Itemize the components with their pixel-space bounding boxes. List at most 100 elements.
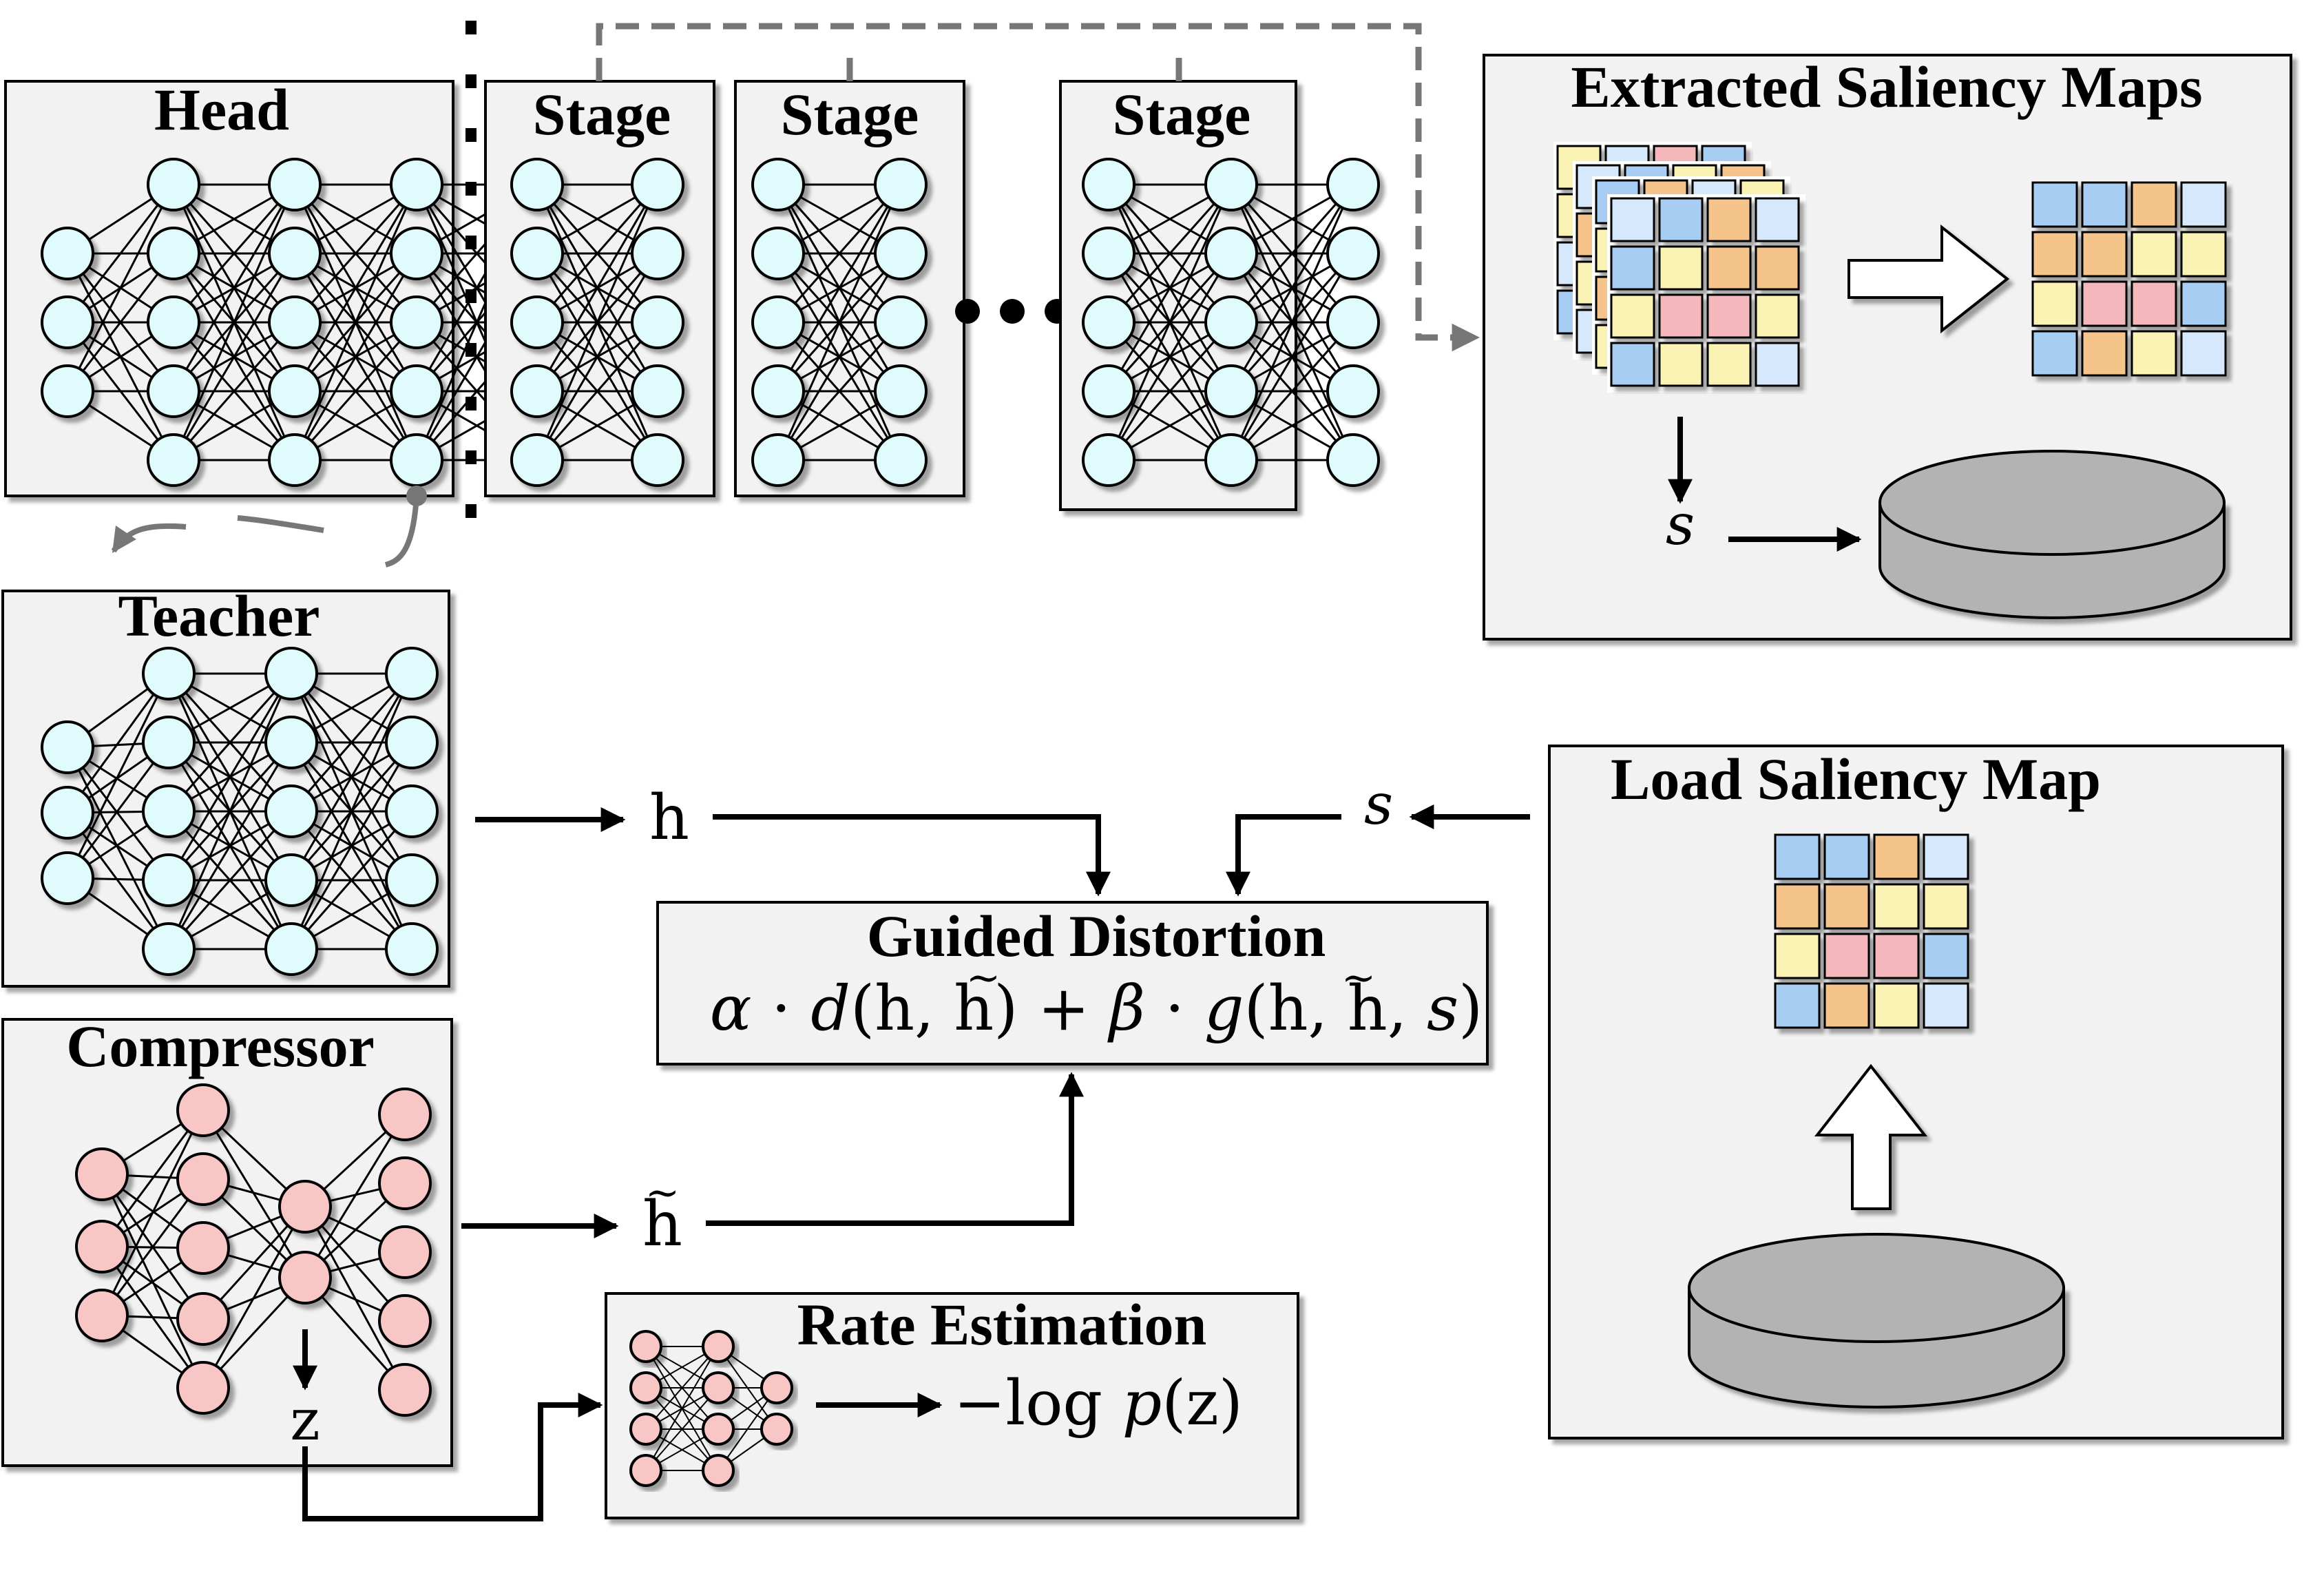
neuron-node bbox=[75, 1289, 129, 1342]
head-to-teacher-arrow bbox=[111, 486, 427, 568]
saliency-cell bbox=[1755, 293, 1800, 339]
neuron-node bbox=[751, 433, 805, 487]
h-to-distortion-arrow bbox=[713, 814, 1111, 897]
tilde-accent-1: ~ bbox=[966, 954, 1001, 1002]
stage-label-3: Stage bbox=[1113, 81, 1251, 147]
neuron-node bbox=[142, 922, 196, 976]
saliency-extraction-arrow bbox=[596, 23, 1480, 352]
neuron-node bbox=[41, 227, 94, 280]
neuron-node bbox=[142, 784, 196, 838]
stage-network-3 bbox=[1082, 158, 1380, 487]
neuron-node bbox=[1204, 295, 1258, 349]
neuron-node bbox=[268, 295, 322, 349]
neuron-node bbox=[874, 158, 928, 211]
saliency-cell bbox=[1610, 197, 1655, 242]
stage-label-2: Stage bbox=[781, 81, 919, 147]
neuron-node bbox=[631, 227, 684, 280]
neuron-node bbox=[278, 1251, 332, 1304]
hollow-right-arrow-icon bbox=[1847, 224, 2010, 334]
saliency-cell bbox=[1658, 342, 1704, 387]
load-saliency-label: Load Saliency Map bbox=[1611, 746, 2101, 812]
h-tilde-accent: ~ bbox=[645, 1169, 680, 1217]
saliency-cell bbox=[1755, 342, 1800, 387]
neuron-node bbox=[390, 433, 443, 487]
neuron-node bbox=[702, 1454, 735, 1487]
neuron-node bbox=[390, 158, 443, 211]
neuron-node bbox=[760, 1413, 793, 1446]
neuron-node bbox=[702, 1413, 735, 1446]
neuron-node bbox=[510, 433, 564, 487]
neuron-node bbox=[1082, 364, 1135, 418]
neuron-node bbox=[278, 1180, 332, 1234]
neuron-node bbox=[510, 227, 564, 280]
saliency-cell bbox=[2081, 181, 2128, 228]
rate-estimation-block: Rate Estimation −log p(z) bbox=[605, 1291, 1299, 1519]
saliency-cell bbox=[2180, 280, 2227, 327]
neuron-node bbox=[41, 786, 94, 840]
neuron-node bbox=[1204, 158, 1258, 211]
saliency-cell bbox=[1774, 833, 1821, 880]
saliency-cell bbox=[1706, 197, 1752, 242]
neuron-node bbox=[176, 1152, 230, 1206]
neuron-node bbox=[264, 647, 318, 700]
neuron-node bbox=[1082, 433, 1135, 487]
saliency-cell bbox=[1755, 197, 1800, 242]
saliency-cell bbox=[1823, 883, 1870, 930]
neuron-node bbox=[874, 227, 928, 280]
neuron-node bbox=[1326, 433, 1380, 487]
saliency-cell bbox=[1923, 833, 1969, 880]
neuron-node bbox=[1082, 295, 1135, 349]
neuron-node bbox=[629, 1330, 662, 1363]
neuron-node bbox=[751, 295, 805, 349]
ellipsis-dots bbox=[955, 299, 1069, 324]
extracted-saliency-label: Extracted Saliency Maps bbox=[1571, 54, 2202, 120]
saliency-cell bbox=[1774, 982, 1821, 1029]
saliency-cell bbox=[2131, 330, 2177, 377]
saliency-cell bbox=[2031, 280, 2078, 327]
neuron-node bbox=[385, 784, 439, 838]
saliency-cell bbox=[1873, 883, 1920, 930]
neuron-node bbox=[264, 784, 318, 838]
neuron-node bbox=[41, 851, 94, 905]
neuron-node bbox=[874, 433, 928, 487]
saliency-cell bbox=[1923, 883, 1969, 930]
saliency-cell bbox=[1923, 933, 1969, 979]
neuron-node bbox=[1082, 158, 1135, 211]
saliency-cell bbox=[1658, 197, 1704, 242]
neuron-node bbox=[631, 295, 684, 349]
h-symbol: h bbox=[649, 782, 689, 854]
neuron-node bbox=[378, 1294, 432, 1348]
neuron-node bbox=[264, 853, 318, 907]
rate-estimation-label: Rate Estimation bbox=[797, 1291, 1207, 1358]
s-symbol-top: s bbox=[1666, 492, 1695, 558]
neuron-node bbox=[1082, 227, 1135, 280]
z-to-rate-arrow bbox=[302, 1393, 603, 1521]
saliency-cell bbox=[2081, 231, 2128, 278]
neuron-node bbox=[510, 158, 564, 211]
h-tilde-symbol: h bbox=[642, 1188, 682, 1260]
extracted-saliency-block: Extracted Saliency Maps s bbox=[1483, 54, 2292, 641]
neuron-node bbox=[385, 922, 439, 976]
neuron-node bbox=[385, 853, 439, 907]
neuron-node bbox=[390, 364, 443, 418]
saliency-cell bbox=[1706, 245, 1752, 291]
neuron-node bbox=[268, 433, 322, 487]
neuron-node bbox=[75, 1220, 129, 1273]
saliency-cell bbox=[2031, 330, 2078, 377]
neuron-node bbox=[268, 227, 322, 280]
neuron-node bbox=[142, 647, 196, 700]
saliency-cell bbox=[1873, 982, 1920, 1029]
saliency-map-stack bbox=[1553, 142, 1805, 393]
saliency-cell bbox=[1706, 293, 1752, 339]
neuron-node bbox=[147, 227, 200, 280]
neuron-node bbox=[1326, 227, 1380, 280]
stage-network-2 bbox=[751, 158, 928, 487]
neuron-node bbox=[147, 433, 200, 487]
neuron-node bbox=[147, 295, 200, 349]
guided-distortion-formula: α · d(h, h) + β · g(h, h, s) bbox=[710, 973, 1483, 1045]
saliency-cell bbox=[1774, 933, 1821, 979]
saliency-cell bbox=[2180, 181, 2227, 228]
saliency-cell bbox=[2031, 181, 2078, 228]
neuron-node bbox=[142, 716, 196, 769]
saliency-cell bbox=[1923, 982, 1969, 1029]
